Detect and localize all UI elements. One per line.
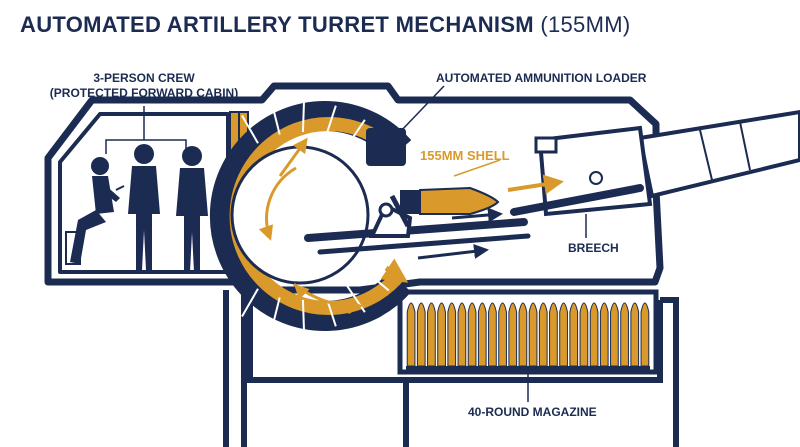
crew-member-1-icon [128,144,160,270]
magazine-label: 40-ROUND MAGAZINE [468,405,597,419]
ring-segment-divider [346,119,366,147]
ring-segment-divider [270,103,281,135]
magazine-round [640,302,650,367]
magazine-round [599,302,609,367]
title-main: AUTOMATED ARTILLERY TURRET MECHANISM [20,12,534,37]
magazine-round [498,302,507,367]
magazine-round [610,302,619,367]
magazine-round [579,302,589,367]
title-sub: (155MM) [540,12,631,37]
crew-driver-icon [65,157,125,265]
magazine-round [589,302,599,367]
magazine-round [406,302,416,367]
crew-figures [65,144,208,272]
magazine-round [467,302,477,367]
diagram-title: AUTOMATED ARTILLERY TURRET MECHANISM (15… [20,12,630,38]
magazine-base [406,366,650,370]
magazine-round [447,302,457,367]
ring-segment-divider [363,269,390,292]
magazine-round [538,302,548,367]
magazine-round [620,302,629,367]
ring-segment-divider [241,115,259,144]
magazine-round [569,302,579,367]
shell-icon [400,186,500,215]
magazine-round [416,302,426,367]
magazine-round [427,302,436,367]
magazine-round [437,302,446,367]
shell-label: 155MM SHELL [420,148,510,163]
ring-segment-divider [325,105,337,137]
leader-lines [105,85,587,402]
crew-label-line2: (PROTECTED FORWARD CABIN) [50,86,238,100]
motion-arrows [258,137,564,315]
breech-label: BREECH [568,241,619,255]
lower-structure [223,290,679,447]
magazine-round [508,302,518,367]
magazine-round [559,302,568,367]
ring-segment-divider [376,167,407,183]
ring-segment-divider [241,288,259,317]
magazine-round [457,302,467,367]
magazine-round [528,302,538,367]
gun-barrel [637,109,800,199]
magazine-round [518,302,528,367]
magazine-rounds [406,302,650,370]
loader-label: AUTOMATED AMMUNITION LOADER [436,71,647,85]
crew-label-line1: 3-PERSON CREW [93,71,195,85]
magazine-round [630,302,640,367]
magazine-round [488,302,497,367]
ring-segment-divider [301,299,306,332]
ring-segment-divider [301,100,306,133]
crew-member-2-icon [176,146,208,272]
ring-segment-divider [270,297,281,329]
magazine-round [477,302,487,367]
magazine-round [549,302,558,367]
crew-cabin [58,112,230,274]
